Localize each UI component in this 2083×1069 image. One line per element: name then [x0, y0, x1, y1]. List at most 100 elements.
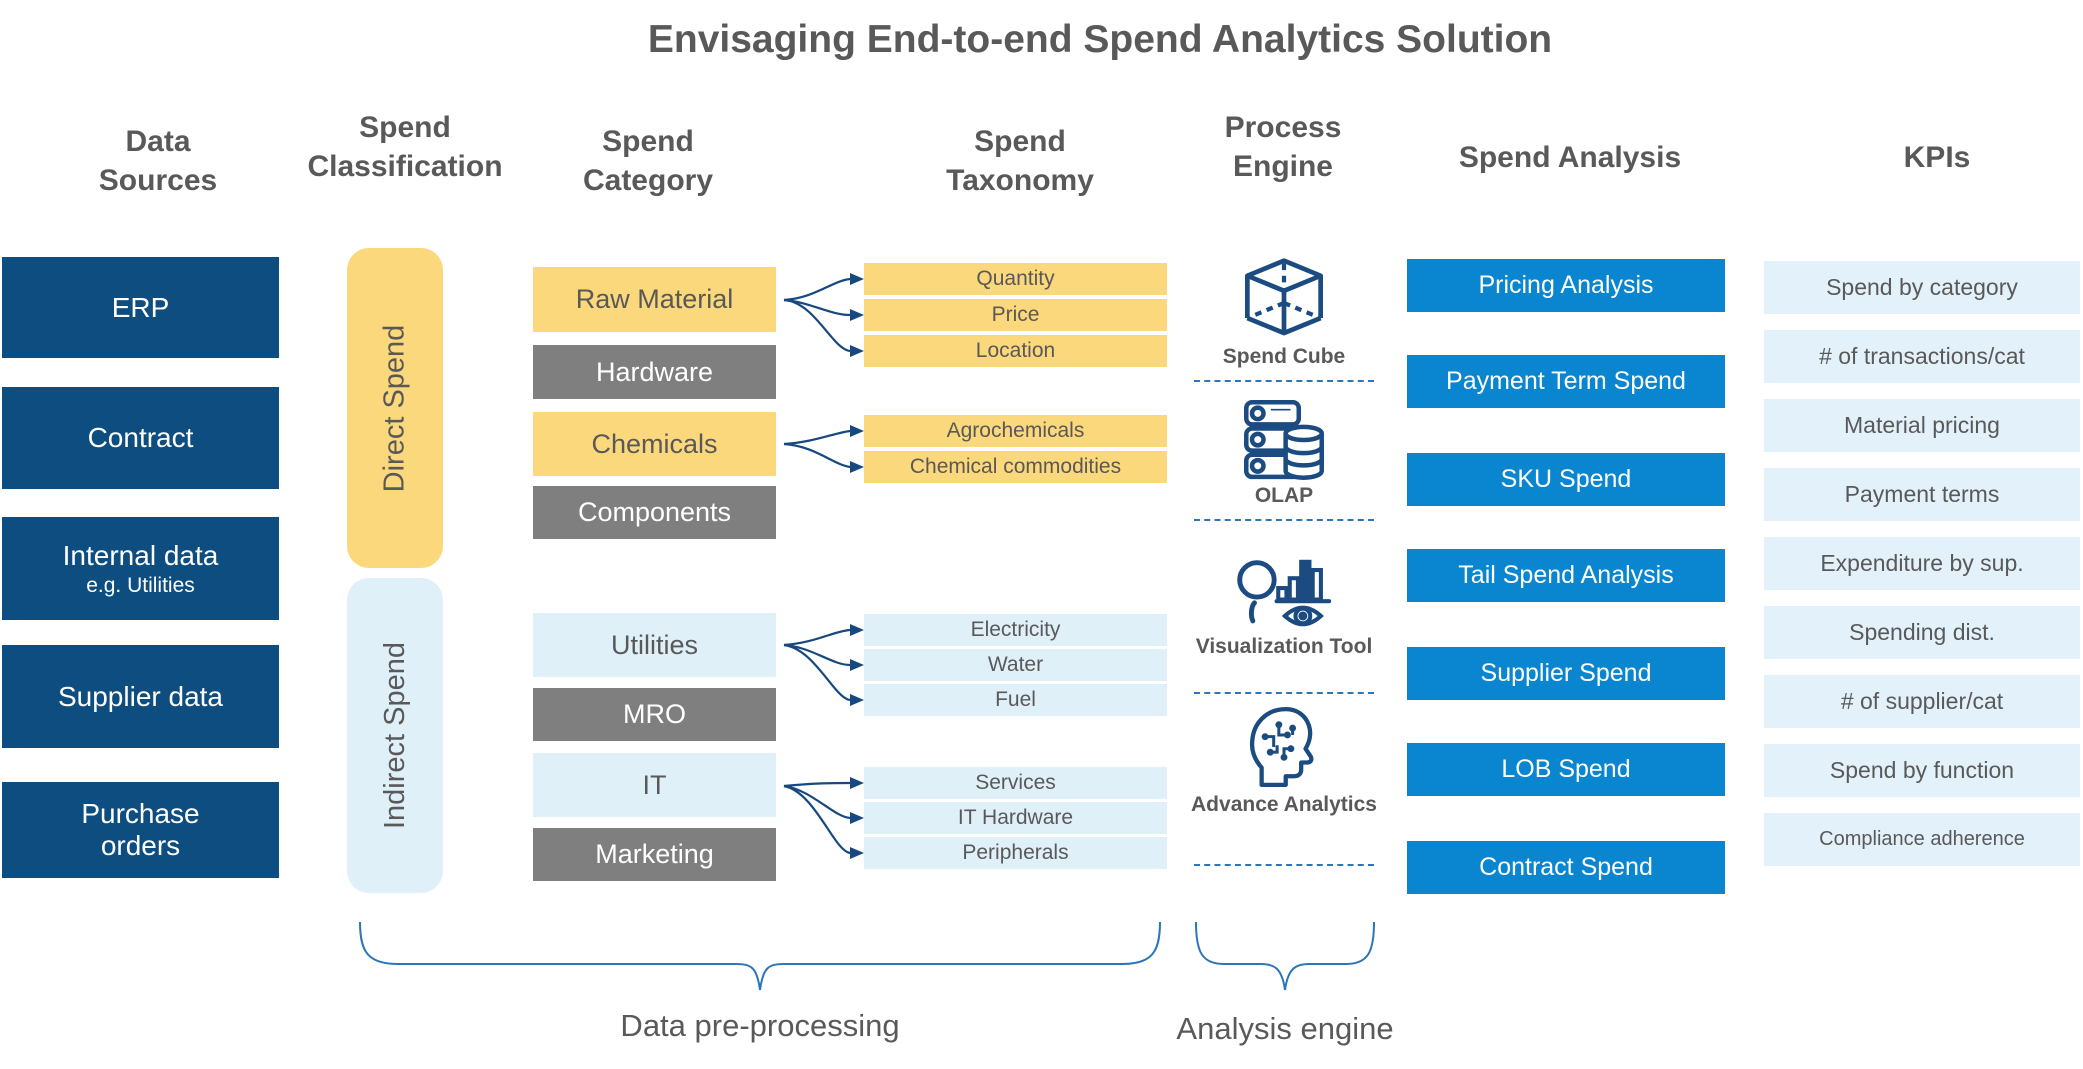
taxonomy-fuel: Fuel [864, 684, 1167, 716]
process-engine-label-olap: OLAP [1254, 484, 1314, 507]
kpi-payment-terms: Payment terms [1764, 468, 2080, 521]
brace-data-preprocessing [359, 921, 1161, 991]
analysis-lob-spend: LOB Spend [1407, 743, 1725, 796]
category-hardware: Hardware [533, 345, 776, 399]
page-title: Envisaging End-to-end Spend Analytics So… [647, 18, 1553, 61]
taxonomy-chemical-commodities: Chemical commodities [864, 451, 1167, 483]
visualization-tool-icon [1237, 559, 1332, 627]
box-label: Price [991, 303, 1040, 326]
box-label: Contract Spend [1479, 853, 1653, 881]
box-label: Utilities [610, 629, 698, 660]
box-label: # of supplier/cat [1840, 688, 2004, 714]
box-label: Compliance adherence [1819, 828, 2025, 850]
data-source-purchase-orders: Purchase orders [2, 782, 279, 878]
box-label: IT Hardware [957, 806, 1074, 829]
classification-indirect-spend: Indirect Spend [347, 578, 443, 893]
column-header-kpis: KPIs [1903, 141, 1971, 174]
box-label: IT [642, 769, 667, 800]
box-label: Electricity [970, 618, 1061, 641]
column-header-spend-category: Spend Category [582, 125, 714, 197]
spend-cube-icon [1244, 258, 1324, 336]
box-label: # of transactions/cat [1819, 343, 2025, 369]
box-label: Spend by category [1826, 274, 2018, 300]
process-engine-label-visualization-tool: Visualization Tool [1195, 635, 1373, 658]
box-label: Services [975, 771, 1056, 794]
column-header-data-sources: Data Sources [98, 125, 218, 197]
box-label: Water [987, 653, 1044, 676]
column-header-spend-analysis: Spend Analysis [1458, 141, 1682, 174]
box-label: Material pricing [1844, 412, 2000, 438]
arrow-fan-raw-material [783, 277, 851, 353]
kpi-supplier-per-cat: # of supplier/cat [1764, 675, 2080, 728]
taxonomy-peripherals: Peripherals [864, 837, 1167, 869]
arrow-fan-it [783, 781, 851, 855]
data-source-internal-data: Internal data e.g. Utilities [2, 517, 279, 620]
taxonomy-electricity: Electricity [864, 614, 1167, 646]
box-label: LOB Spend [1501, 755, 1631, 783]
brace-label-analysis-engine: Analysis engine [1176, 1011, 1394, 1046]
box-label: Agrochemicals [946, 419, 1085, 442]
category-chemicals: Chemicals [533, 412, 776, 476]
data-source-erp: ERP [2, 257, 279, 358]
taxonomy-water: Water [864, 649, 1167, 681]
category-mro: MRO [533, 688, 776, 741]
box-label: Location [975, 339, 1056, 362]
taxonomy-price: Price [864, 299, 1167, 331]
category-marketing: Marketing [533, 828, 776, 881]
dashed-divider [1194, 864, 1374, 866]
kpi-expenditure-by-supplier: Expenditure by sup. [1764, 537, 2080, 590]
category-utilities: Utilities [533, 613, 776, 677]
arrow-fan-utilities [783, 628, 851, 702]
box-label: Hardware [595, 356, 714, 387]
analysis-contract-spend: Contract Spend [1407, 841, 1725, 894]
analysis-tail-spend-analysis: Tail Spend Analysis [1407, 549, 1725, 602]
dashed-divider [1194, 519, 1374, 521]
box-label: Spend by function [1829, 757, 2015, 783]
box-label: MRO [623, 699, 686, 729]
box-label: Pricing Analysis [1478, 271, 1654, 299]
box-label: Internal data [62, 539, 219, 571]
process-engine-label-spend-cube: Spend Cube [1222, 345, 1346, 368]
advance-analytics-icon [1249, 707, 1314, 787]
box-label: Payment Term Spend [1446, 367, 1686, 395]
column-header-spend-classification: Spend Classification [307, 111, 503, 183]
dashed-divider [1194, 380, 1374, 382]
box-label: Spending dist. [1849, 619, 1995, 645]
arrow-fan-chemicals [783, 429, 851, 469]
column-header-process-engine: Process Engine [1224, 111, 1342, 183]
box-label: Tail Spend Analysis [1458, 561, 1674, 589]
box-label: Contract [87, 422, 194, 453]
analysis-supplier-spend: Supplier Spend [1407, 647, 1725, 700]
olap-icon [1244, 400, 1324, 480]
kpi-compliance-adherence: Compliance adherence [1764, 813, 2080, 866]
box-label: SKU Spend [1500, 465, 1632, 493]
data-source-supplier-data: Supplier data [2, 645, 279, 748]
box-label: Direct Spend [378, 324, 411, 492]
data-source-contract: Contract [2, 387, 279, 489]
taxonomy-agrochemicals: Agrochemicals [864, 415, 1167, 447]
kpi-transactions-per-cat: # of transactions/cat [1764, 330, 2080, 383]
box-label: Chemical commodities [909, 455, 1122, 478]
kpi-material-pricing: Material pricing [1764, 399, 2080, 452]
dashed-divider [1194, 692, 1374, 694]
box-label: Quantity [976, 267, 1055, 290]
taxonomy-services: Services [864, 767, 1167, 799]
brace-analysis-engine [1195, 921, 1375, 991]
category-it: IT [533, 753, 776, 817]
analysis-pricing-analysis: Pricing Analysis [1407, 259, 1725, 312]
box-label: Supplier Spend [1480, 659, 1652, 687]
box-label: Payment terms [1844, 481, 2000, 507]
process-engine-label-advance-analytics: Advance Analytics [1191, 793, 1377, 816]
brace-label-data-preprocessing: Data pre-processing [620, 1008, 900, 1043]
box-sublabel: e.g. Utilities [86, 573, 195, 597]
kpi-spend-by-category: Spend by category [1764, 261, 2080, 314]
box-label: Fuel [995, 688, 1036, 711]
box-label: Expenditure by sup. [1820, 550, 2024, 576]
box-label: Peripherals [962, 841, 1069, 864]
box-label: Indirect Spend [378, 641, 411, 830]
column-header-spend-taxonomy: Spend Taxonomy [946, 125, 1094, 197]
taxonomy-quantity: Quantity [864, 263, 1167, 295]
box-label: ERP [111, 291, 170, 323]
taxonomy-it-hardware: IT Hardware [864, 802, 1167, 834]
